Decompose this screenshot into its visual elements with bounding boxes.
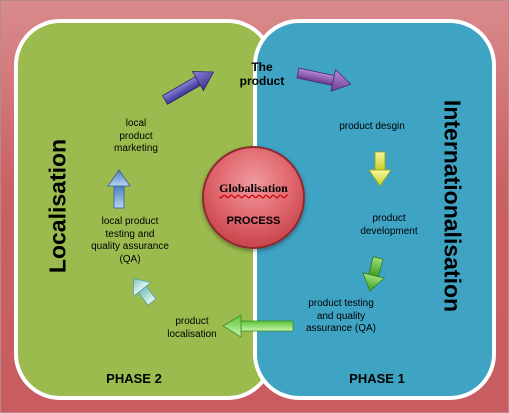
phase-2-label: PHASE 2 [106, 371, 162, 386]
step-product-design: product desgin [339, 121, 405, 132]
internationalisation-heading: Internationalisation [439, 99, 466, 313]
step-product-development: product development [360, 213, 418, 237]
globalisation-circle: Globalisation PROCESS [202, 146, 305, 249]
phase-1-label: PHASE 1 [349, 371, 405, 386]
step-product-testing: product testing and quality assurance (Q… [305, 298, 377, 334]
product-title: The product [239, 60, 285, 88]
step-product-localisation: product localisation [167, 316, 217, 340]
step-local-marketing: local product marketing [114, 118, 158, 154]
process-text: PROCESS [226, 215, 281, 227]
localisation-heading: Localisation [44, 138, 71, 274]
step-local-testing: local product testing and quality assura… [91, 216, 169, 265]
globalisation-text: Globalisation [219, 181, 288, 195]
